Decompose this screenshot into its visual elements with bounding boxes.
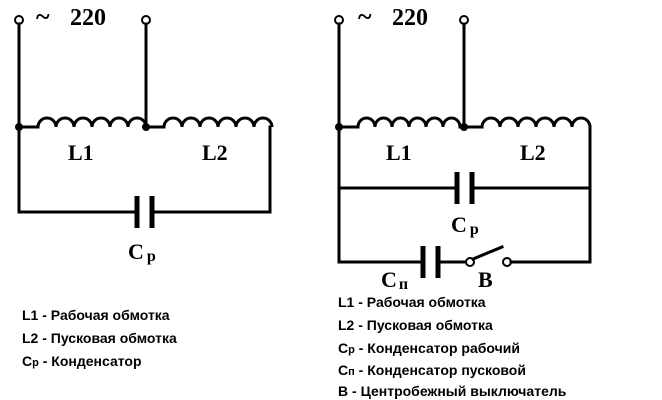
left-legend-row-2: L2 - Пусковая обмотка bbox=[22, 330, 177, 346]
right-coil-l2 bbox=[480, 116, 592, 128]
right-legend-row-5: B - Центробежный выключатель bbox=[338, 383, 567, 399]
right-legend-row-2: L2 - Пусковая обмотка bbox=[338, 317, 493, 333]
right-l2-label: L2 bbox=[520, 140, 546, 165]
right-tilde: ~ bbox=[358, 2, 372, 31]
left-l2-label: L2 bbox=[202, 140, 228, 165]
right-legend-row-1: L1 - Рабочая обмотка bbox=[338, 294, 486, 310]
right-switch-blade bbox=[471, 245, 504, 261]
right-legend: L1 - Рабочая обмотка L2 - Пусковая обмот… bbox=[338, 294, 567, 399]
right-l1-label: L1 bbox=[386, 140, 412, 165]
right-legend-row-3: Cр - Конденсатор рабочий bbox=[338, 340, 520, 356]
left-coil-l2 bbox=[162, 116, 274, 128]
left-legend-row-1: L1 - Рабочая обмотка bbox=[22, 307, 170, 323]
right-switch-label: B bbox=[478, 267, 493, 292]
left-coil-l1 bbox=[36, 116, 148, 128]
right-legend-row-4: Cп - Конденсатор пусковой bbox=[338, 362, 526, 378]
right-voltage-label: 220 bbox=[392, 5, 428, 31]
left-legend-row-3: Cр - Конденсатор bbox=[22, 353, 142, 369]
right-coil-l1 bbox=[356, 116, 462, 128]
left-tilde: ~ bbox=[36, 2, 50, 31]
left-l1-label: L1 bbox=[68, 140, 94, 165]
left-legend: L1 - Рабочая обмотка L2 - Пусковая обмот… bbox=[22, 307, 177, 369]
left-voltage-label: 220 bbox=[70, 5, 106, 31]
